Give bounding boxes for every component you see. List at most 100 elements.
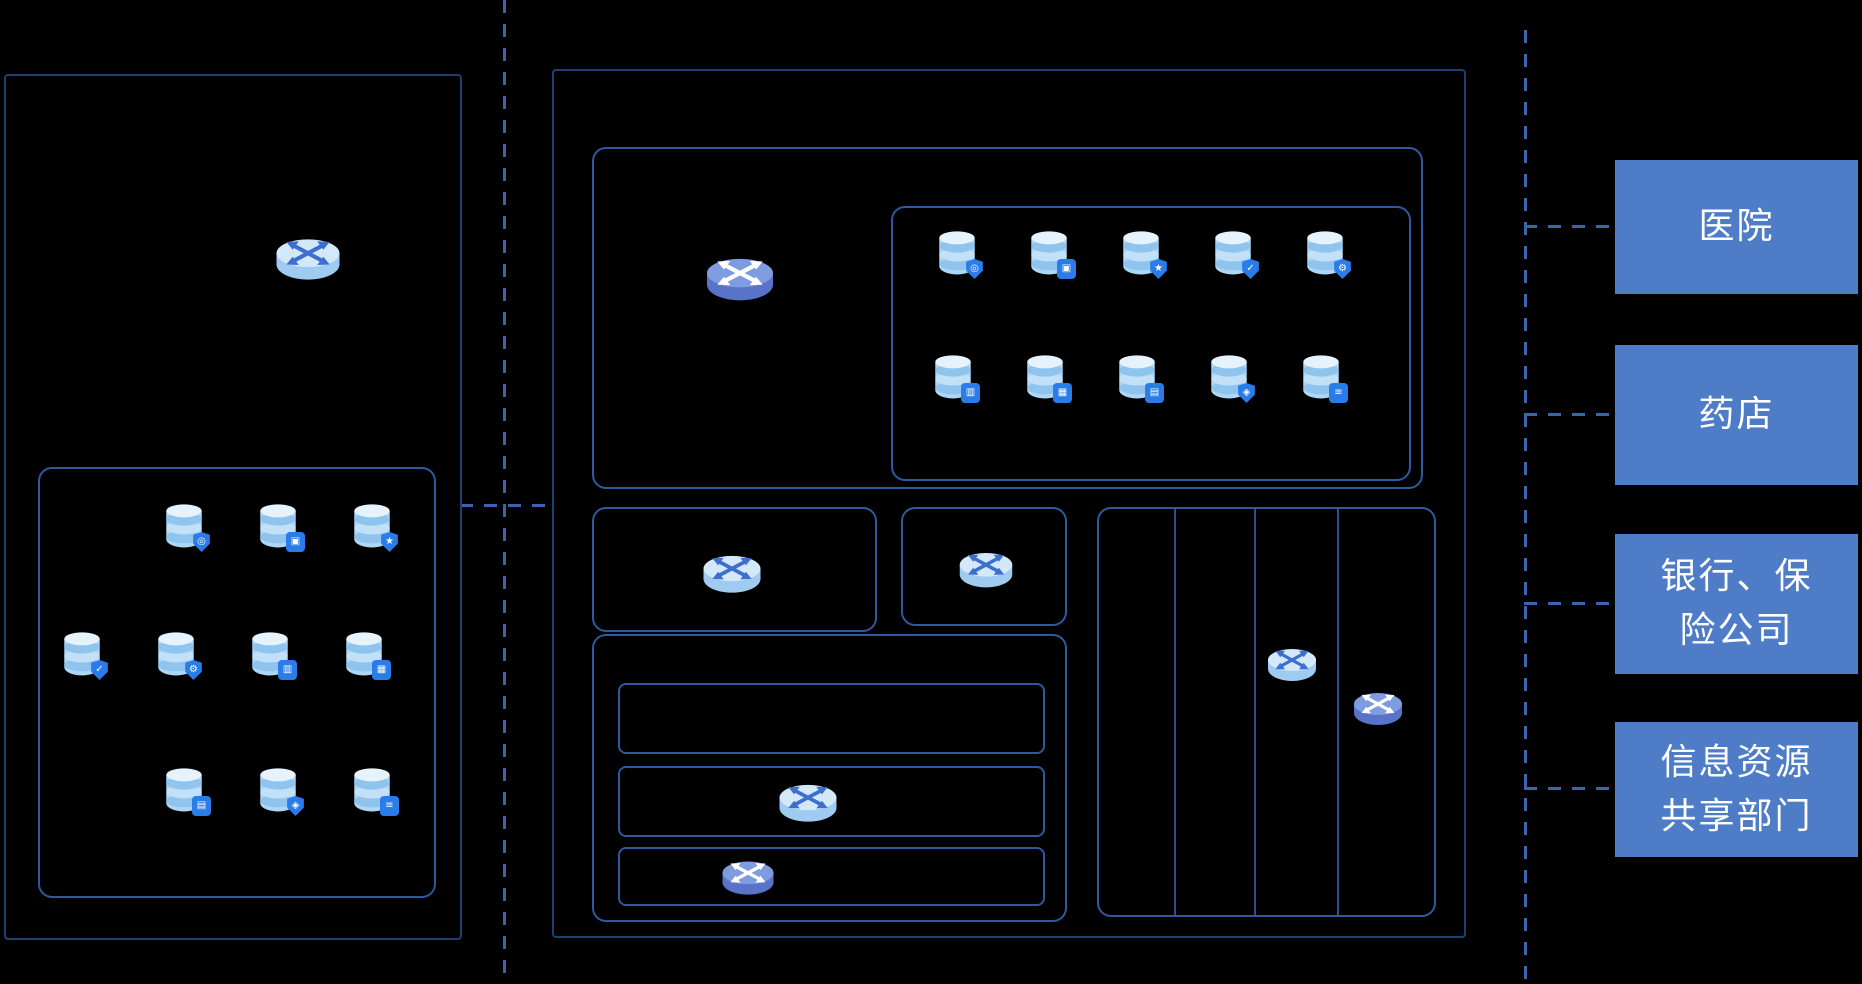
left-core-switch-icon (266, 223, 350, 291)
endpoint-hospital: 医院 (1615, 160, 1858, 294)
database-row-1: ◎ ▣ ★ (162, 499, 434, 552)
database-cylinder-icon (1123, 231, 1159, 275)
switch-glyph (959, 552, 1013, 588)
switch-glyph (707, 258, 773, 301)
db-security-scan-badge-icon: ◎ (966, 259, 983, 279)
database-cylinder-icon (158, 632, 194, 676)
switch-b-icon (951, 539, 1021, 597)
tier-bar-1 (618, 683, 1045, 754)
database-cylinder-icon (260, 504, 296, 548)
db-quality-star-badge-icon: ★ (1150, 259, 1167, 279)
switch-box-a (592, 507, 877, 632)
tiered-service-box (592, 634, 1067, 922)
database-cylinder-icon (1211, 355, 1247, 399)
db-data-protection-badge-icon: ▣ (1057, 259, 1076, 279)
channel-line-1 (1174, 509, 1176, 915)
db-quality-star-badge-icon: ★ (381, 532, 398, 552)
switch-box-b (901, 507, 1067, 626)
database-row-2: ✓ ⚙ ▥ ▦ (60, 627, 434, 680)
connector-hospital-dashed (1524, 225, 1615, 228)
db-audit-list: ≡ (1299, 350, 1348, 403)
tier-switch-dark-icon (714, 848, 782, 904)
db-safeguard-check: ✓ (1211, 226, 1259, 279)
db-config-gear-badge-icon: ⚙ (1334, 259, 1351, 279)
exchange-switch-light-icon (1260, 636, 1324, 690)
central-database-row-1: ◎ ▣ ★ ✓ ⚙ (935, 226, 1409, 279)
switch-glyph (722, 861, 774, 895)
db-safeguard-check-badge-icon: ✓ (91, 660, 108, 680)
left-to-middle-connector-dashed (460, 504, 554, 507)
db-security-scan: ◎ (162, 499, 210, 552)
db-archive-doc: ▤ (1115, 350, 1164, 403)
endpoint-pharmacy: 药店 (1615, 345, 1858, 485)
db-config-gear-badge-icon: ⚙ (185, 660, 202, 680)
database-row-3: ▤ ◈ ≡ (162, 763, 434, 816)
db-monitor-chart-badge-icon: ▥ (278, 660, 297, 680)
db-archive-doc: ▤ (162, 763, 211, 816)
exchange-switch-dark-icon (1346, 680, 1410, 734)
tier-bar-3 (618, 847, 1045, 906)
core-router-icon (696, 242, 784, 312)
db-table-grid: ▦ (1023, 350, 1072, 403)
switch-glyph (703, 555, 761, 593)
database-cylinder-icon (1215, 231, 1251, 275)
db-audit-list-badge-icon: ≡ (380, 796, 399, 816)
db-audit-list-badge-icon: ≡ (1329, 383, 1348, 403)
middle-platform-zone-box: ◎ ▣ ★ ✓ ⚙ (552, 69, 1466, 938)
endpoint-hospital-label: 医院 (1698, 206, 1775, 247)
db-config-gear: ⚙ (154, 627, 202, 680)
left-section-divider-dashed (503, 0, 506, 984)
db-model-cube: ◈ (1207, 350, 1255, 403)
db-table-grid-badge-icon: ▦ (1053, 383, 1072, 403)
db-quality-star: ★ (350, 499, 398, 552)
switch-a-icon (694, 541, 770, 603)
exchange-channel-box (1097, 507, 1436, 917)
db-archive-doc-badge-icon: ▤ (192, 796, 211, 816)
db-monitor-chart: ▥ (248, 627, 297, 680)
database-cylinder-icon (354, 504, 390, 548)
db-model-cube: ◈ (256, 763, 304, 816)
database-cylinder-icon (354, 768, 390, 812)
endpoint-info-sharing-label: 信息资源 共享部门 (1660, 741, 1813, 837)
left-database-cluster-box: ◎ ▣ ★ ✓ ⚙ (38, 467, 436, 898)
connector-bank-insurance-dashed (1524, 602, 1615, 605)
database-cylinder-icon (1307, 231, 1343, 275)
db-monitor-chart-badge-icon: ▥ (961, 383, 980, 403)
tier-bar-2 (618, 766, 1045, 837)
data-center-box: ◎ ▣ ★ ✓ ⚙ (592, 147, 1423, 489)
db-quality-star: ★ (1119, 226, 1167, 279)
db-table-grid: ▦ (342, 627, 391, 680)
db-table-grid-badge-icon: ▦ (372, 660, 391, 680)
switch-glyph (1268, 649, 1316, 681)
switch-glyph (276, 239, 340, 280)
db-data-protection: ▣ (1027, 226, 1076, 279)
db-safeguard-check: ✓ (60, 627, 108, 680)
db-audit-list: ≡ (350, 763, 399, 816)
endpoint-info-sharing: 信息资源 共享部门 (1615, 722, 1858, 857)
db-model-cube-badge-icon: ◈ (287, 796, 304, 816)
db-safeguard-check-badge-icon: ✓ (1242, 259, 1259, 279)
database-cylinder-icon (166, 504, 202, 548)
right-section-divider-dashed (1524, 30, 1527, 980)
switch-glyph (779, 784, 837, 822)
tier-switch-light-icon (770, 770, 846, 832)
central-database-row-2: ▥ ▦ ▤ ◈ ≡ (931, 350, 1409, 403)
channel-line-2 (1254, 509, 1256, 915)
central-database-group-box: ◎ ▣ ★ ✓ ⚙ (891, 206, 1411, 481)
endpoint-bank-insurance-label: 银行、保 险公司 (1660, 556, 1813, 651)
database-cylinder-icon (64, 632, 100, 676)
connector-info-sharing-dashed (1524, 787, 1615, 790)
db-model-cube-badge-icon: ◈ (1238, 383, 1255, 403)
database-cylinder-icon (939, 231, 975, 275)
db-security-scan-badge-icon: ◎ (193, 532, 210, 552)
connector-pharmacy-dashed (1524, 413, 1615, 416)
left-network-zone-box: ◎ ▣ ★ ✓ ⚙ (4, 74, 462, 940)
db-data-protection: ▣ (256, 499, 305, 552)
db-security-scan: ◎ (935, 226, 983, 279)
db-config-gear: ⚙ (1303, 226, 1351, 279)
db-data-protection-badge-icon: ▣ (286, 532, 305, 552)
endpoint-pharmacy-label: 药店 (1698, 394, 1775, 435)
db-monitor-chart: ▥ (931, 350, 980, 403)
channel-line-3 (1337, 509, 1339, 915)
